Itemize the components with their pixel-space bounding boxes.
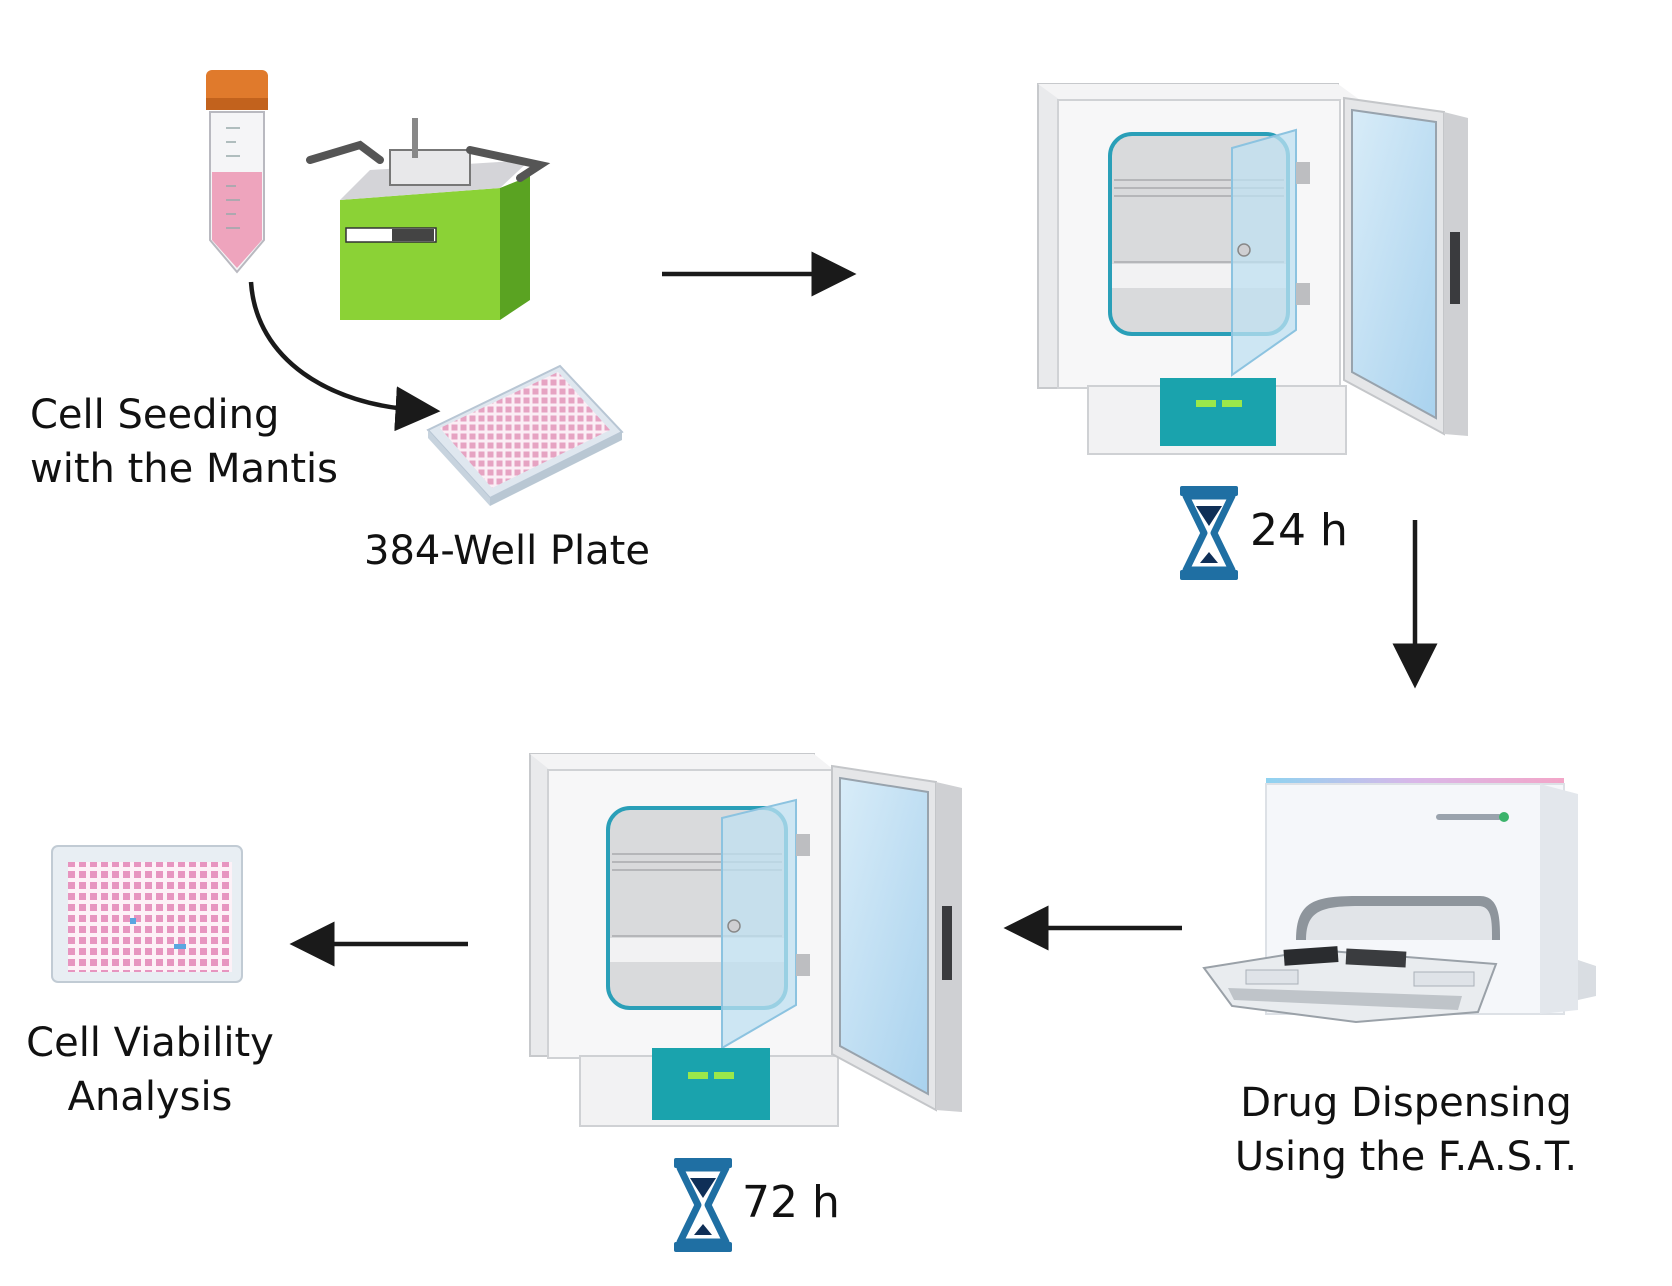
seeding-label: Cell Seeding with the Mantis: [30, 388, 338, 496]
well-plate-icon: [51, 845, 243, 983]
incubation-1-duration: 24 h: [1250, 505, 1348, 556]
hourglass-icon: [1180, 486, 1238, 580]
analysis-label-line1: Cell Viability: [26, 1020, 274, 1066]
conical-tube-icon: [206, 70, 268, 274]
seeding-label-line2: with the Mantis: [30, 446, 338, 492]
dispensing-label-line1: Drug Dispensing: [1240, 1080, 1572, 1126]
incubation-2-duration: 72 h: [742, 1177, 840, 1228]
plate-label: 384-Well Plate: [364, 528, 650, 574]
dispensing-label: Drug Dispensing Using the F.A.S.T.: [1196, 1076, 1616, 1184]
hourglass-icon: [674, 1158, 732, 1252]
incubator-icon: [1037, 83, 1468, 455]
incubator-icon: [529, 753, 962, 1127]
seeding-arrow: [248, 281, 441, 432]
seeding-label-line1: Cell Seeding: [30, 392, 280, 438]
analysis-label-line2: Analysis: [67, 1074, 233, 1120]
well-plate-icon: [426, 364, 624, 506]
analysis-label: Cell Viability Analysis: [0, 1016, 300, 1124]
dispensing-label-line2: Using the F.A.S.T.: [1234, 1134, 1578, 1180]
mantis-dispenser-icon: [306, 118, 551, 320]
fast-dispenser-icon: [1202, 778, 1596, 1024]
